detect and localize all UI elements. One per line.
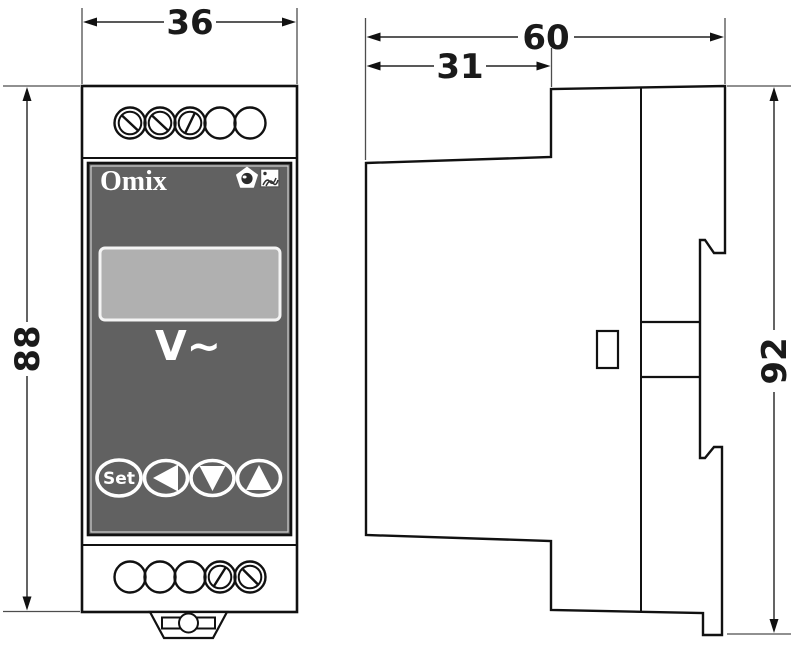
screw-terminal-icon <box>113 106 147 140</box>
eye-pentagon-icon <box>236 166 258 188</box>
screw-terminal-icon <box>233 560 267 594</box>
dim-value-92: 92 <box>755 337 795 384</box>
side-profile-outline <box>364 84 727 637</box>
protection-square-icon <box>259 168 280 188</box>
screw-terminal-icon <box>143 106 177 140</box>
set-button-label: Set <box>103 469 135 489</box>
set-button: Set <box>95 458 143 498</box>
lcd-display <box>98 246 282 322</box>
arrowhead-left-icon <box>366 32 381 42</box>
screw-terminal-icon <box>203 560 237 594</box>
bottom-terminals <box>113 560 267 594</box>
brand-label: Omix <box>100 166 167 197</box>
arrowhead-down-icon <box>769 619 779 633</box>
terminal-hole-icon <box>233 106 267 140</box>
arrowhead-down-icon <box>22 596 32 611</box>
dim-front-width: 36 <box>83 3 296 43</box>
din-clip <box>148 610 229 640</box>
dimension-annotations: 36 88 60 31 <box>3 3 795 635</box>
dim-value-60: 60 <box>522 18 569 58</box>
dim-front-depth: 31 <box>366 47 551 87</box>
left-arrow-icon <box>153 464 178 492</box>
dim-side-depth: 60 <box>366 18 724 58</box>
arrowhead-right-icon <box>282 17 296 27</box>
dim-side-height: 92 <box>755 87 795 633</box>
button-row: Set <box>95 458 283 498</box>
top-terminals <box>113 106 267 140</box>
left-arrow-button <box>142 458 190 498</box>
face-panel: Omix V~ Set <box>86 161 293 537</box>
din-clip-knob <box>178 612 199 634</box>
arrowhead-left-icon <box>366 61 381 71</box>
dim-front-height: 88 <box>8 87 48 611</box>
screw-terminal-icon <box>173 106 207 140</box>
up-arrow-button <box>235 458 283 498</box>
arrowhead-left-icon <box>83 17 97 27</box>
side-view <box>364 84 727 637</box>
arrowhead-up-icon <box>769 87 779 101</box>
down-arrow-icon <box>199 466 226 491</box>
unit-label: V~ <box>155 322 221 370</box>
down-arrow-button <box>189 458 236 498</box>
dim-value-31: 31 <box>436 47 483 87</box>
dim-value-36: 36 <box>166 3 213 43</box>
dim-value-88: 88 <box>8 325 48 372</box>
arrowhead-up-icon <box>22 87 32 101</box>
arrowhead-right-icon <box>710 32 724 42</box>
arrowhead-right-icon <box>536 61 551 71</box>
extension-lines <box>3 8 791 635</box>
up-arrow-icon <box>246 465 272 490</box>
side-latch-slot <box>595 329 620 370</box>
front-view: Omix V~ Set <box>80 84 299 640</box>
